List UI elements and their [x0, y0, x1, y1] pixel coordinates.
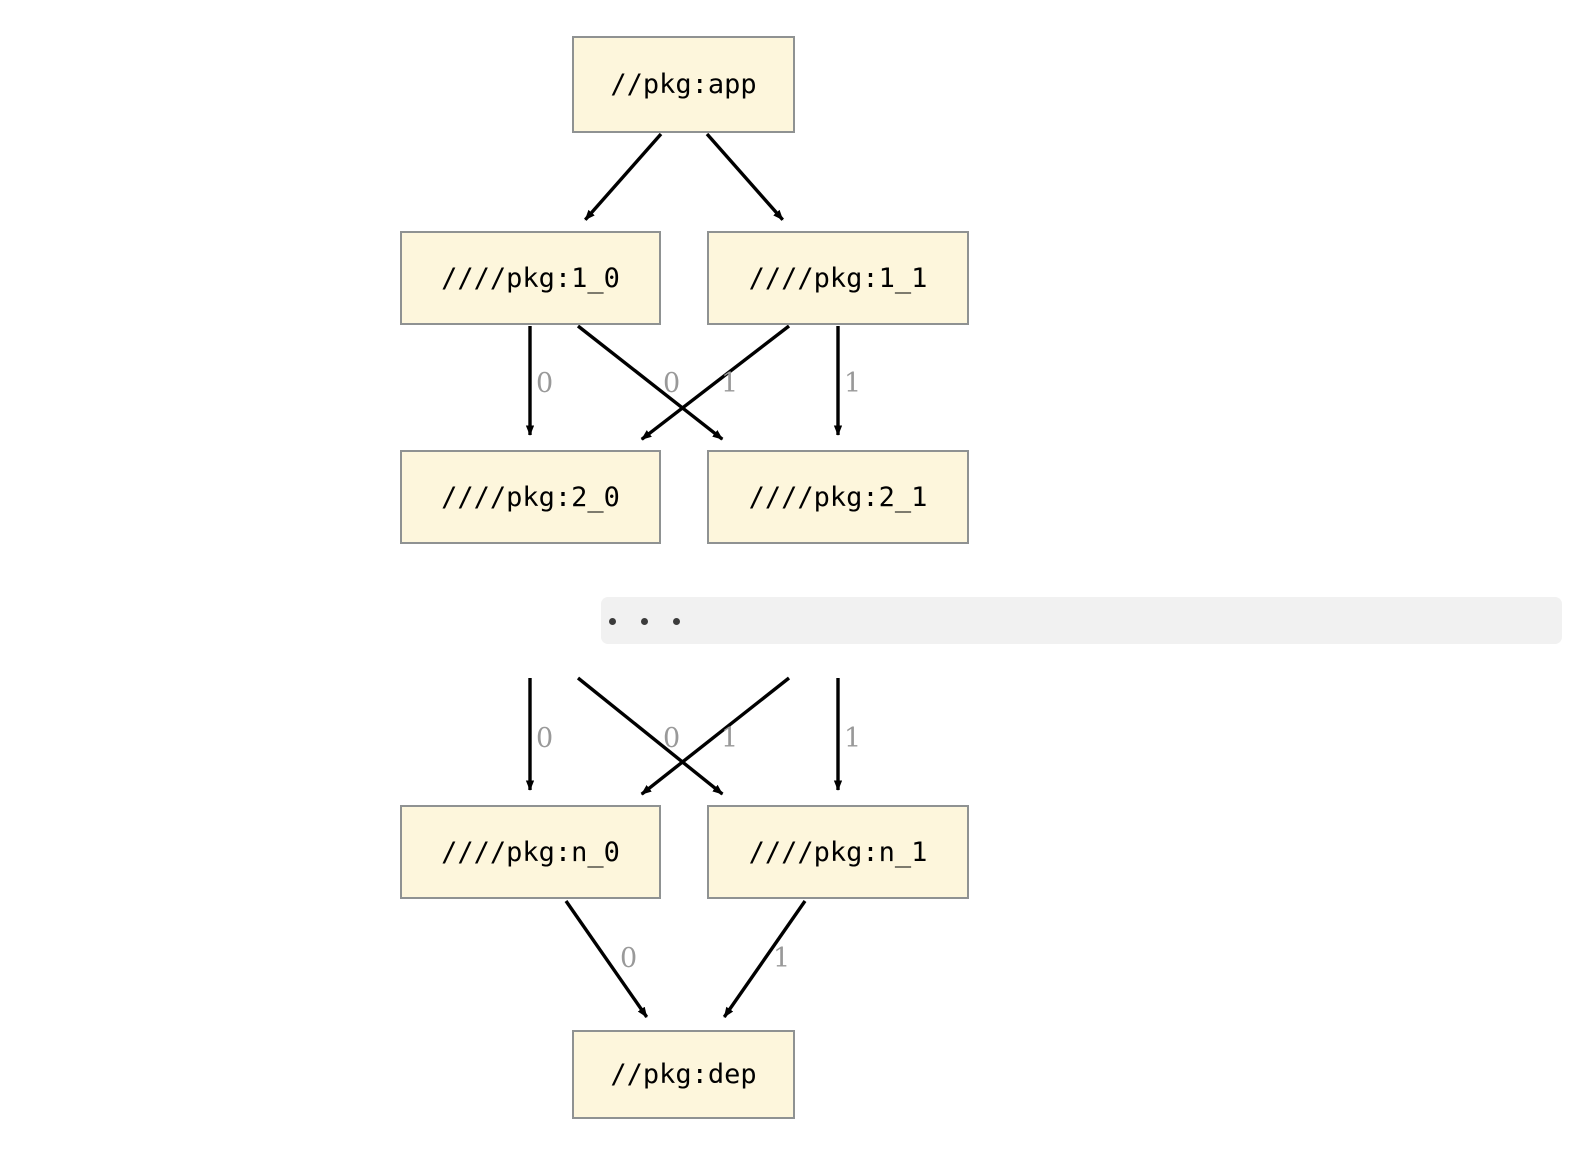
- edge-label: 1: [844, 723, 862, 754]
- node-l2_0[interactable]: ////pkg:2_0: [400, 450, 661, 544]
- edge-label: 0: [536, 723, 554, 754]
- node-l1_1[interactable]: ////pkg:1_1: [707, 231, 969, 325]
- edge-truncated-to-ln_0: [640, 676, 791, 796]
- edge-label: 1: [721, 723, 739, 754]
- node-label: ////pkg:n_0: [441, 836, 620, 868]
- edge-label: 1: [773, 943, 791, 974]
- node-l1_0[interactable]: ////pkg:1_0: [400, 231, 661, 325]
- node-label: ////pkg:1_0: [441, 262, 620, 294]
- node-label: ////pkg:1_1: [748, 262, 928, 294]
- edge-ln_0-to-dep: [564, 900, 649, 1018]
- node-label: //pkg:dep: [610, 1059, 757, 1090]
- edge-label: 1: [721, 368, 739, 399]
- edge-label: 1: [844, 368, 862, 399]
- ellipsis-icon: [609, 606, 680, 636]
- node-ln_1[interactable]: ////pkg:n_1: [707, 805, 969, 899]
- node-label: //pkg:app: [610, 69, 757, 100]
- truncation-band: [601, 597, 1562, 644]
- edge-app-to-l1_1: [705, 132, 784, 221]
- node-dep[interactable]: //pkg:dep: [572, 1030, 795, 1119]
- ellipsis-dot: [673, 617, 680, 625]
- edge-l1_1-to-l2_0: [640, 324, 791, 441]
- edge-l1_0-to-l2_1: [576, 324, 724, 441]
- node-label: ////pkg:n_1: [748, 836, 928, 868]
- node-ln_0[interactable]: ////pkg:n_0: [400, 805, 661, 899]
- edge-label: 0: [620, 943, 638, 974]
- node-label: ////pkg:2_0: [441, 481, 620, 513]
- node-label: ////pkg:2_1: [748, 481, 928, 513]
- ellipsis-dot: [641, 617, 648, 625]
- edge-label: 0: [663, 723, 681, 754]
- edge-app-to-l1_0: [584, 132, 663, 221]
- edge-ln_1-to-dep: [722, 900, 807, 1018]
- node-app[interactable]: //pkg:app: [572, 36, 795, 133]
- edge-label: 0: [536, 368, 554, 399]
- edge-label: 0: [663, 368, 681, 399]
- edge-truncated-to-ln_1: [576, 676, 724, 796]
- node-l2_1[interactable]: ////pkg:2_1: [707, 450, 969, 544]
- ellipsis-dot: [609, 617, 616, 625]
